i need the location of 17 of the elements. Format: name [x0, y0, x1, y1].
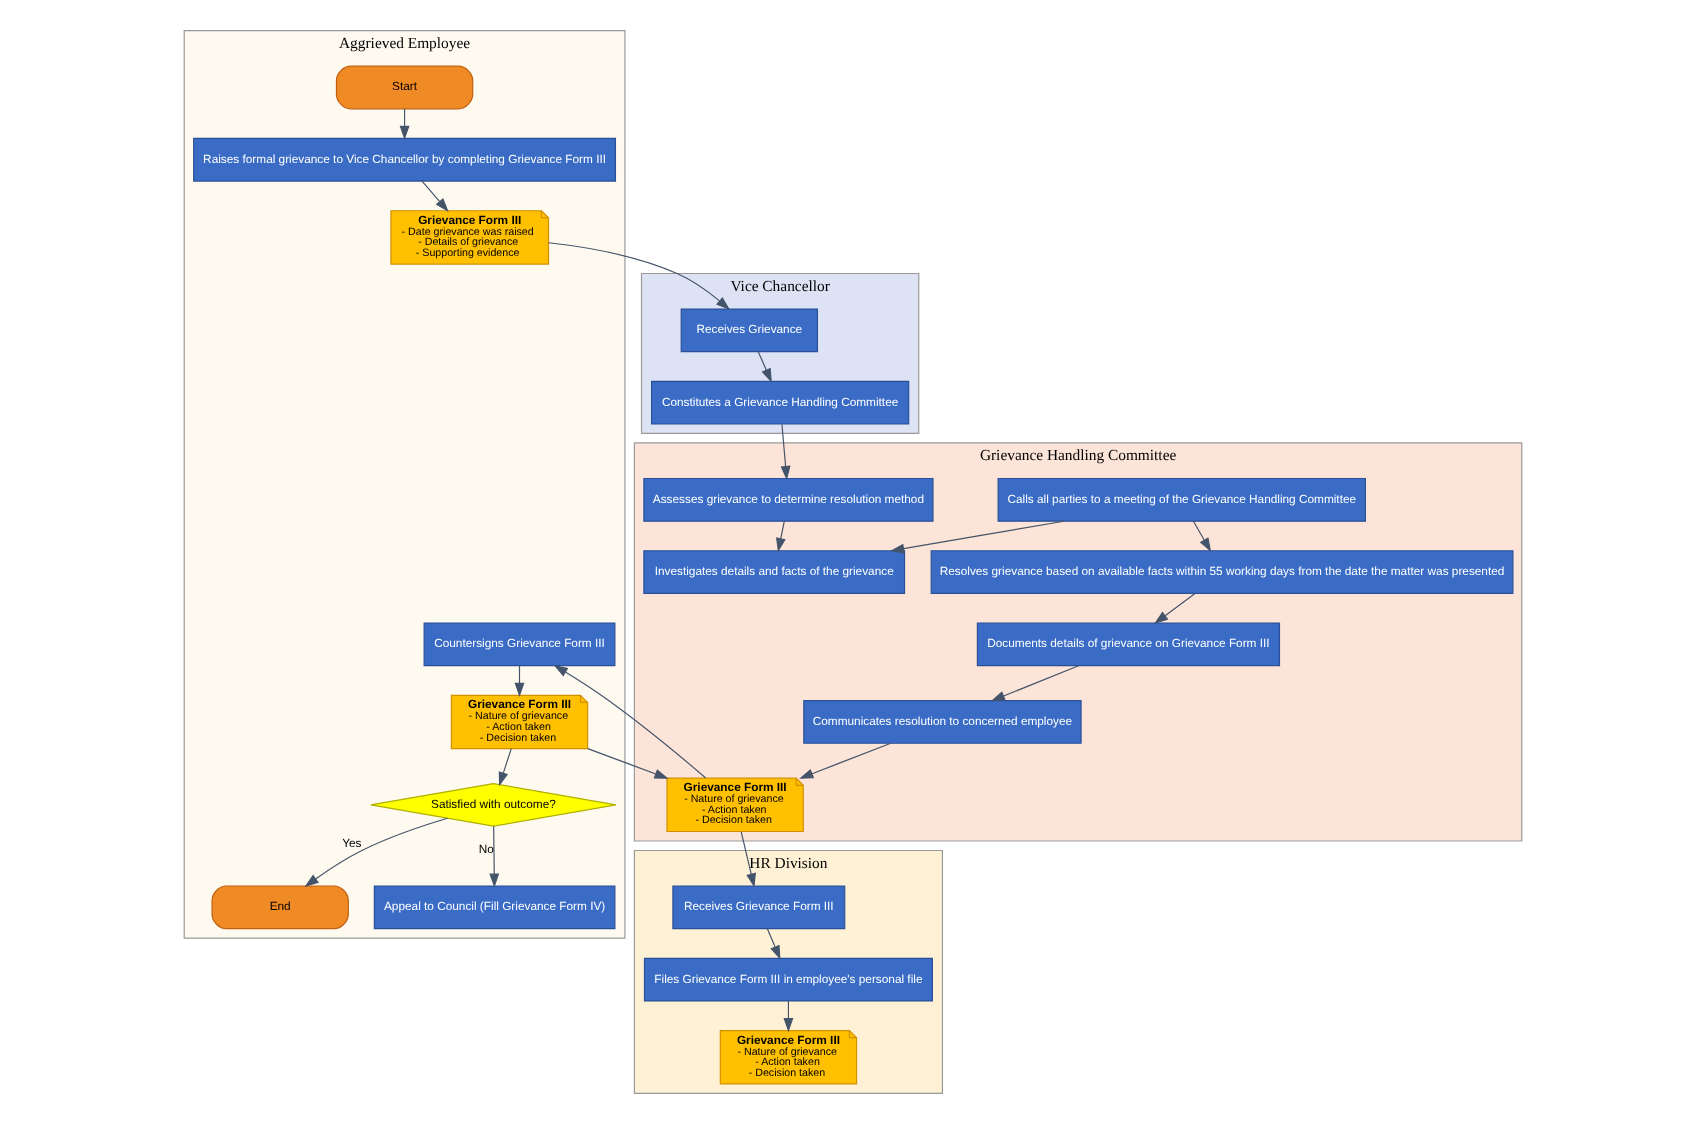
arrow: [548, 242, 731, 310]
arrow: [553, 664, 707, 779]
arrow: [498, 748, 512, 787]
arrow: [757, 351, 772, 383]
arrow: [421, 180, 449, 212]
arrow: [990, 665, 1080, 702]
arrow: [1192, 520, 1212, 552]
arrow: [489, 825, 500, 888]
arrow: [780, 423, 791, 481]
arrow: [799, 742, 891, 779]
arrow: [587, 748, 669, 779]
arrow: [766, 928, 781, 960]
arrow: [740, 831, 756, 888]
arrow: [890, 520, 1065, 554]
arrow: [775, 520, 786, 553]
arrow: [304, 817, 449, 887]
arrow: [1154, 592, 1196, 625]
